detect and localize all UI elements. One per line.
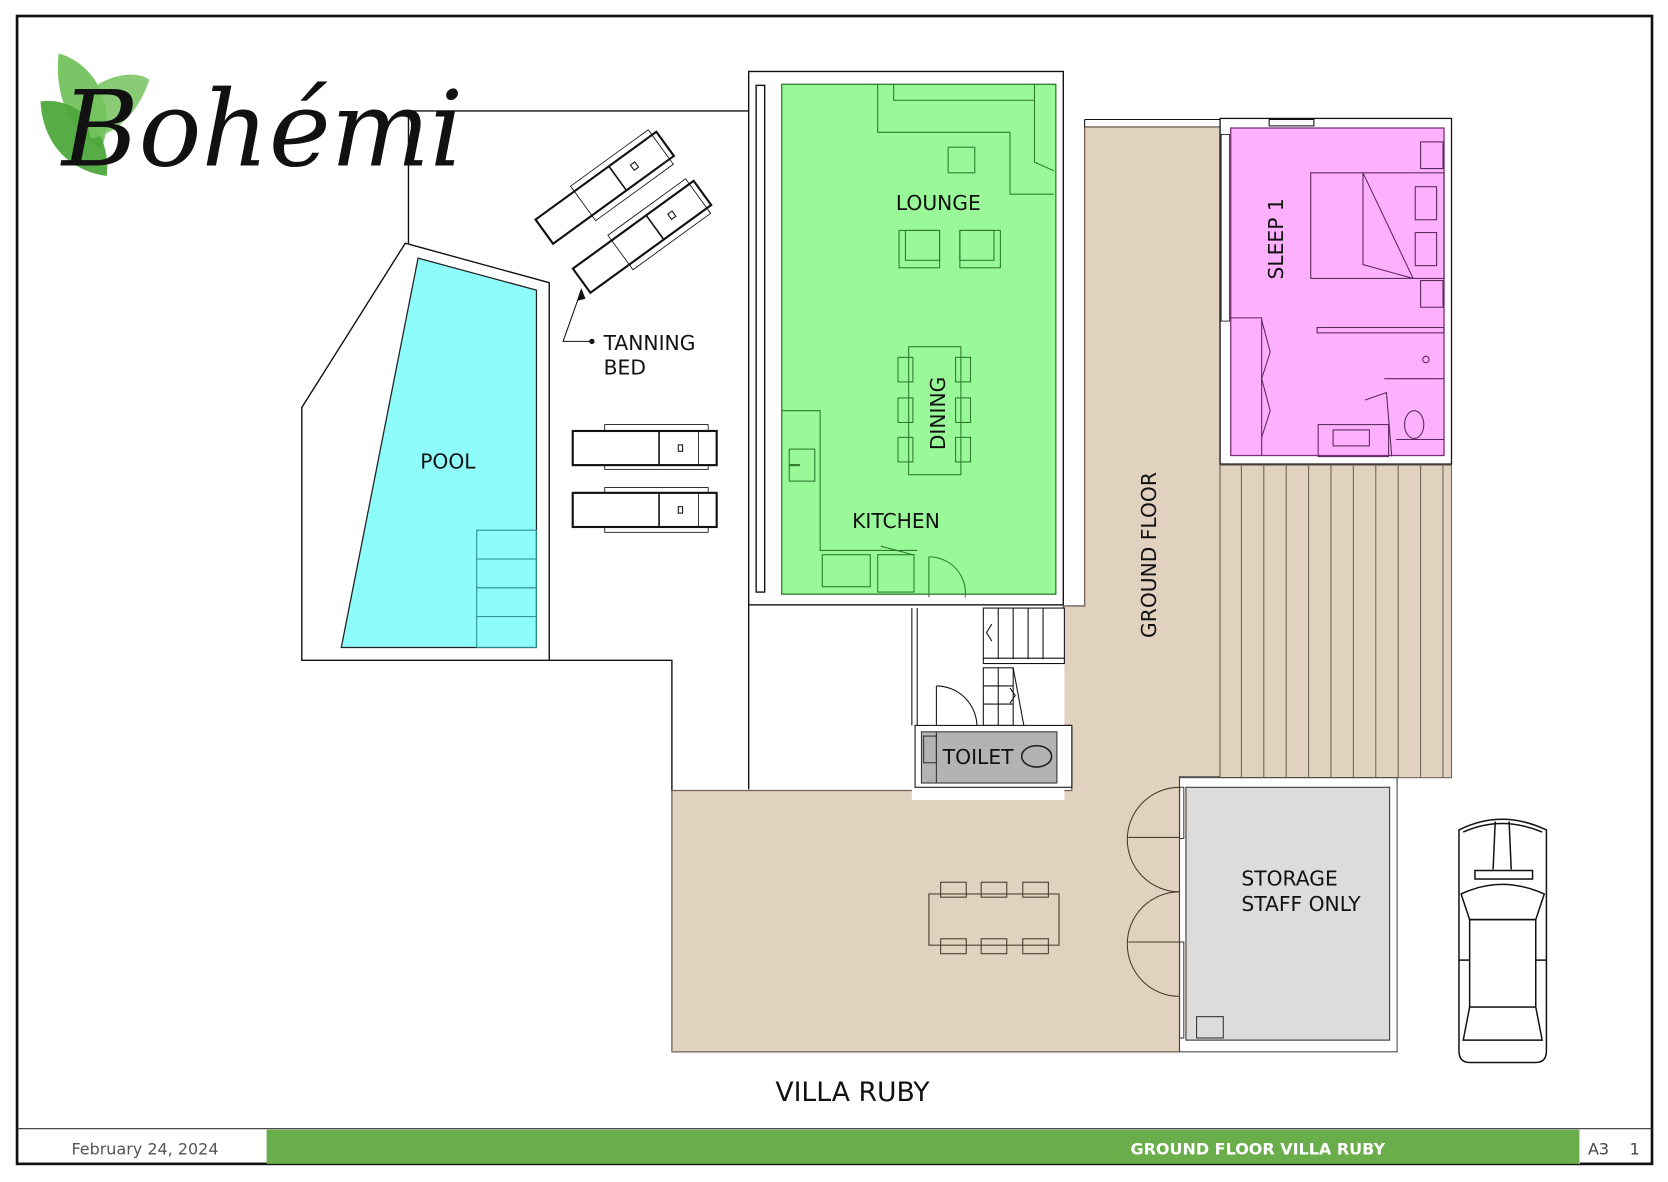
lounge-dining-kitchen: LOUNGE DINING KITCHEN bbox=[781, 83, 1057, 598]
tanning-bed-straight-1 bbox=[571, 424, 718, 470]
tanning-bed-angled-2 bbox=[571, 178, 713, 295]
pool-deck bbox=[301, 110, 749, 792]
tanning-bed-straight-2 bbox=[571, 487, 718, 533]
car-icon bbox=[1458, 818, 1548, 1064]
wooden-deck bbox=[1219, 464, 1453, 779]
toilet-label: TOILET bbox=[942, 745, 1014, 769]
storage-label-line1: STORAGE bbox=[1241, 866, 1337, 890]
outdoor-dining-table bbox=[928, 881, 1060, 955]
sleep-1-label: SLEEP 1 bbox=[1264, 198, 1288, 279]
storage-room: STORAGE STAFF ONLY bbox=[1126, 777, 1398, 1053]
tanning-bed-label-line2: BED bbox=[604, 355, 646, 379]
footer-page-number: 1 bbox=[1630, 1139, 1640, 1158]
sleep-1-room: SLEEP 1 bbox=[1219, 117, 1453, 465]
plan-title: VILLA RUBY bbox=[775, 1077, 930, 1108]
pool-label: POOL bbox=[420, 449, 476, 473]
tanning-bed-callout: TANNING BED bbox=[562, 288, 696, 379]
tanning-bed-label-line1: TANNING bbox=[603, 331, 696, 355]
storage-label-line2: STAFF ONLY bbox=[1241, 892, 1361, 916]
footer-bar: February 24, 2024 GROUND FLOOR VILLA RUB… bbox=[17, 1128, 1653, 1164]
kitchen-label: KITCHEN bbox=[852, 509, 940, 533]
dining-label: DINING bbox=[926, 377, 950, 451]
footer-date: February 24, 2024 bbox=[71, 1139, 218, 1158]
footer-title: GROUND FLOOR VILLA RUBY bbox=[1130, 1139, 1385, 1158]
pool: POOL bbox=[340, 257, 538, 649]
footer-paper-size: A3 bbox=[1588, 1139, 1609, 1158]
tanning-bed-angled-1 bbox=[534, 129, 676, 246]
logo-text: Bohémi bbox=[60, 68, 463, 190]
leaf-icon bbox=[40, 53, 150, 177]
toilet-room: TOILET bbox=[914, 724, 1073, 788]
lounge-label: LOUNGE bbox=[896, 191, 981, 215]
bohemi-logo: Bohémi bbox=[40, 53, 463, 190]
ground-floor-label: GROUND FLOOR bbox=[1137, 472, 1161, 638]
